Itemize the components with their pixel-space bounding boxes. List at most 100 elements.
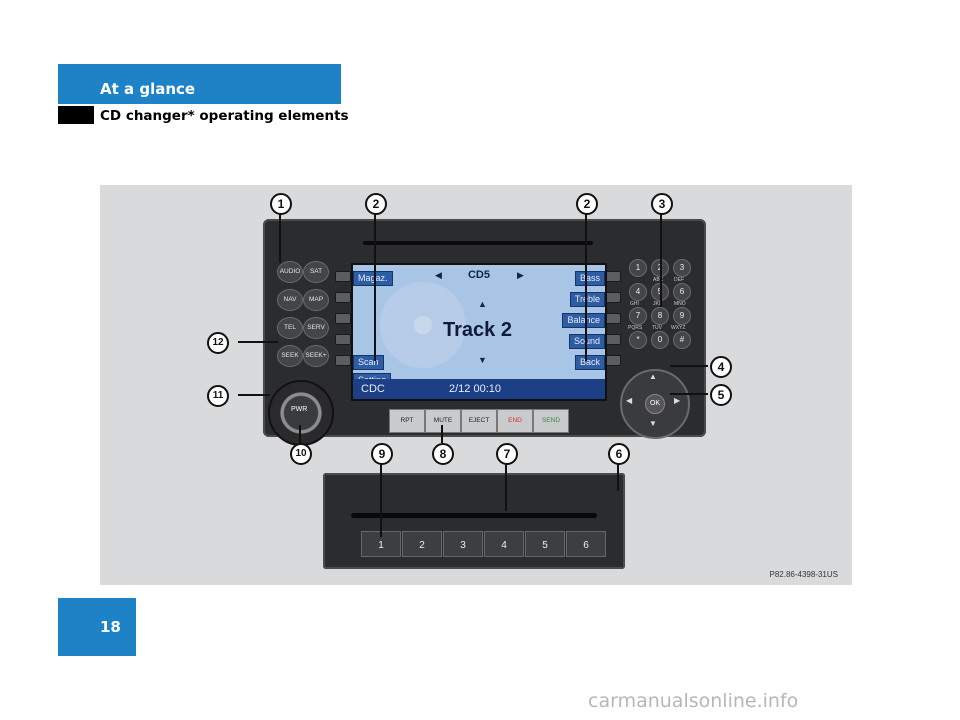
soft-key-right-1[interactable]: [605, 271, 621, 282]
track-up-arrow-icon: ▲: [478, 299, 487, 309]
key-6[interactable]: 6: [673, 283, 691, 301]
cd-button-3[interactable]: 3: [443, 531, 483, 557]
key-hash[interactable]: #: [673, 331, 691, 349]
key-6-letters: MNO: [674, 301, 686, 307]
tel-button[interactable]: TEL: [277, 317, 303, 339]
key-1[interactable]: 1: [629, 259, 647, 277]
cd-button-2[interactable]: 2: [402, 531, 442, 557]
callout-line-4: [670, 365, 708, 367]
send-call-button[interactable]: SEND: [533, 409, 569, 433]
seek-minus-button[interactable]: SEEK: [277, 345, 303, 367]
screen-menu-balance[interactable]: Balance: [562, 313, 605, 328]
screen-menu-scan[interactable]: Scan: [353, 355, 384, 370]
key-7-letters: PQRS: [628, 325, 643, 331]
callout-5: 5: [710, 384, 732, 406]
key-star[interactable]: *: [629, 331, 647, 349]
mute-button[interactable]: MUTE: [425, 409, 461, 433]
pad-down-arrow-icon[interactable]: ▼: [649, 419, 657, 428]
callout-7: 7: [496, 443, 518, 465]
callout-line-2b: [585, 211, 587, 361]
callout-3: 3: [651, 193, 673, 215]
callout-line-5: [670, 393, 708, 395]
key-4[interactable]: 4: [629, 283, 647, 301]
callout-line-8: [441, 425, 443, 443]
pad-right-arrow-icon[interactable]: ▶: [674, 396, 681, 405]
key-5-letters: JKL: [653, 301, 662, 307]
key-8[interactable]: 8: [651, 307, 669, 325]
key-7[interactable]: 7: [629, 307, 647, 325]
pwr-label: PWR: [291, 406, 308, 413]
page-number-box: [58, 598, 136, 656]
soft-key-right-3[interactable]: [605, 313, 621, 324]
callout-2-right: 2: [576, 193, 598, 215]
soft-key-left-5[interactable]: [335, 355, 351, 366]
power-volume-knob[interactable]: [268, 380, 334, 446]
key-9[interactable]: 9: [673, 307, 691, 325]
screen-menu-back[interactable]: Back: [574, 355, 605, 370]
key-0[interactable]: 0: [651, 331, 669, 349]
map-button[interactable]: MAP: [303, 289, 329, 311]
callout-line-10: [299, 425, 301, 443]
eject-button[interactable]: EJECT: [461, 409, 497, 433]
cd-changer-figure: AUDIO SAT NAV MAP TEL SERV SEEK SEEK+ ◀ …: [100, 185, 852, 585]
rpt-button[interactable]: RPT: [389, 409, 425, 433]
key-4-letters: GHI: [630, 301, 639, 307]
cd-changer-unit: 1 2 3 4 5 6: [323, 473, 625, 569]
callout-1: 1: [270, 193, 292, 215]
cd-button-4[interactable]: 4: [484, 531, 524, 557]
ok-button[interactable]: OK: [645, 394, 665, 414]
key-9-letters: WXYZ: [671, 325, 686, 331]
callout-6: 6: [608, 443, 630, 465]
callout-line-12: [238, 341, 278, 343]
callout-line-2a: [374, 211, 376, 361]
audio-button[interactable]: AUDIO: [277, 261, 303, 283]
disc-slot: [363, 241, 593, 245]
serv-button[interactable]: SERV: [303, 317, 329, 339]
screen-menu-magaz[interactable]: Magaz.: [353, 271, 393, 286]
callout-4: 4: [710, 356, 732, 378]
soft-key-right-4[interactable]: [605, 334, 621, 345]
soft-key-left-4[interactable]: [335, 334, 351, 345]
figure-code: P82.86-4398-31US: [769, 570, 839, 579]
head-unit: AUDIO SAT NAV MAP TEL SERV SEEK SEEK+ ◀ …: [263, 219, 706, 437]
callout-line-6: [617, 461, 619, 491]
soft-key-right-2[interactable]: [605, 292, 621, 303]
callout-9: 9: [371, 443, 393, 465]
callout-11: 11: [207, 385, 229, 407]
key-8-letters: TUV: [652, 325, 662, 331]
nav-button[interactable]: NAV: [277, 289, 303, 311]
screen-menu-bass[interactable]: Bass: [574, 271, 605, 286]
soft-key-left-2[interactable]: [335, 292, 351, 303]
cd-button-6[interactable]: 6: [566, 531, 606, 557]
callout-line-3: [660, 211, 662, 307]
callout-8: 8: [432, 443, 454, 465]
callout-line-9: [380, 461, 382, 537]
cd-button-5[interactable]: 5: [525, 531, 565, 557]
page-number: 18: [100, 618, 121, 636]
key-2-letters: ABC: [653, 277, 664, 283]
soft-key-left-3[interactable]: [335, 313, 351, 324]
key-3[interactable]: 3: [673, 259, 691, 277]
disc-label: CD5: [467, 269, 490, 281]
next-disc-arrow-icon: ▶: [517, 270, 524, 280]
key-3-letters: DEF: [674, 277, 684, 283]
callout-line-7: [505, 461, 507, 511]
changer-slot: [351, 513, 597, 518]
page-subtitle: CD changer* operating elements: [100, 108, 349, 124]
soft-key-right-5[interactable]: [605, 355, 621, 366]
end-call-button[interactable]: END: [497, 409, 533, 433]
soft-key-left-1[interactable]: [335, 271, 351, 282]
header-bar: [58, 64, 341, 104]
section-title: At a glance: [100, 80, 196, 98]
pad-up-arrow-icon[interactable]: ▲: [649, 372, 657, 381]
status-mode: CDC: [361, 383, 385, 395]
section-marker: [58, 106, 94, 124]
callout-2-left: 2: [365, 193, 387, 215]
status-track-time: 2/12 00:10: [449, 383, 501, 395]
screen-menu-treble[interactable]: Treble: [569, 292, 605, 307]
seek-plus-button[interactable]: SEEK+: [303, 345, 329, 367]
previous-disc-arrow-icon: ◀: [435, 270, 442, 280]
track-down-arrow-icon: ▼: [478, 355, 487, 365]
sat-button[interactable]: SAT: [303, 261, 329, 283]
pad-left-arrow-icon[interactable]: ◀: [626, 396, 633, 405]
